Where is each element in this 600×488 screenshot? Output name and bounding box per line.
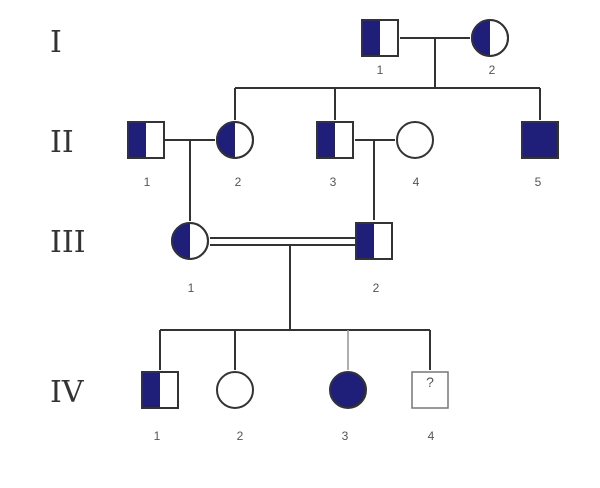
individual-iii1-female-carrier	[171, 222, 209, 260]
individual-number-ii5: 5	[535, 175, 542, 189]
individual-ii4-female-unaffected	[396, 121, 434, 159]
individual-number-iv4: 4	[428, 429, 435, 443]
unknown-status-mark: ?	[426, 374, 434, 390]
individual-i1-male-carrier	[361, 19, 399, 57]
individual-number-i1: 1	[377, 63, 384, 77]
individual-number-ii4: 4	[413, 175, 420, 189]
individual-number-iv3: 3	[342, 429, 349, 443]
individual-number-ii3: 3	[330, 175, 337, 189]
individual-number-i2: 2	[489, 63, 496, 77]
individual-number-ii1: 1	[144, 175, 151, 189]
generation-label-iv: IV	[50, 375, 85, 410]
pedigree-lines	[159, 37, 541, 370]
individual-i2-female-carrier	[471, 19, 509, 57]
individual-number-iv2: 2	[237, 429, 244, 443]
individual-iv1-male-carrier	[141, 371, 179, 409]
generation-label-iii: III	[50, 225, 86, 260]
individual-iv2-female-unaffected	[216, 371, 254, 409]
individual-iv3-female-affected	[329, 371, 367, 409]
individual-ii3-male-carrier	[316, 121, 354, 159]
individual-number-iii2: 2	[373, 281, 380, 295]
individual-ii5-male-affected	[521, 121, 559, 159]
individual-ii1-male-carrier	[127, 121, 165, 159]
individual-iii2-male-carrier	[355, 222, 393, 260]
generation-label-ii: II	[50, 125, 74, 160]
individual-number-iv1: 1	[154, 429, 161, 443]
individual-ii2-female-carrier	[216, 121, 254, 159]
generation-label-i: I	[50, 25, 62, 60]
individual-number-iii1: 1	[188, 281, 195, 295]
individual-iv4-male-unknown: ?	[411, 371, 449, 409]
individual-number-ii2: 2	[235, 175, 242, 189]
